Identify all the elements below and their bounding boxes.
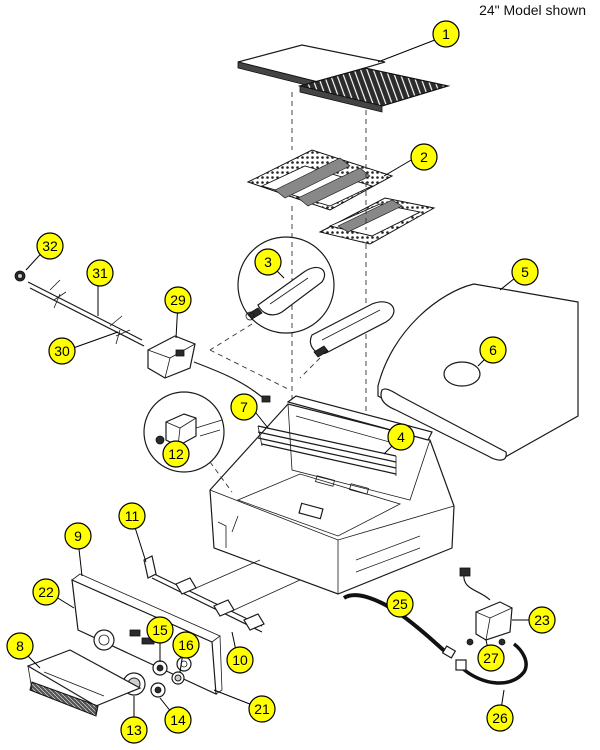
callout-10: 10	[226, 646, 254, 674]
callout-label-7: 7	[240, 399, 248, 415]
transformer	[459, 567, 513, 646]
warming-rack	[257, 425, 397, 476]
callout-26: 26	[486, 704, 514, 732]
callout-label-14: 14	[170, 712, 186, 728]
callout-16: 16	[172, 631, 200, 659]
callout-label-27: 27	[483, 650, 499, 666]
callout-label-10: 10	[232, 652, 248, 668]
callout-label-22: 22	[38, 584, 54, 600]
grill-firebox	[209, 403, 455, 595]
callout-label-6: 6	[489, 342, 497, 358]
callout-label-16: 16	[178, 637, 194, 653]
callout-label-29: 29	[170, 292, 186, 308]
callout-27: 27	[477, 644, 505, 672]
callout-2: 2	[410, 143, 438, 171]
rotisserie-spit	[14, 270, 145, 347]
grill-hood	[377, 283, 579, 461]
rotisserie-motor	[147, 335, 271, 403]
callout-9: 9	[64, 522, 92, 550]
callout-30: 30	[48, 337, 76, 365]
callout-22: 22	[32, 578, 60, 606]
cooking-grates	[237, 44, 451, 113]
callout-12: 12	[162, 440, 190, 468]
flame-tamers	[246, 149, 436, 245]
callout-label-11: 11	[125, 508, 140, 524]
callout-label-26: 26	[492, 710, 508, 726]
callout-label-31: 31	[92, 265, 108, 281]
burner-detail	[237, 236, 335, 334]
callout-14: 14	[164, 706, 192, 734]
callout-label-5: 5	[521, 264, 529, 280]
callout-label-4: 4	[397, 429, 405, 445]
callout-7: 7	[230, 393, 258, 421]
callout-11: 11	[118, 502, 146, 530]
callout-label-13: 13	[126, 722, 142, 738]
callout-label-23: 23	[534, 612, 550, 628]
alignment-lines	[209, 92, 367, 420]
callout-13: 13	[120, 716, 148, 744]
callout-8: 8	[6, 632, 34, 660]
callout-5: 5	[511, 258, 539, 286]
callout-label-2: 2	[420, 149, 428, 165]
callout-label-21: 21	[254, 701, 270, 717]
lp-hose	[455, 642, 528, 685]
drip-tray	[26, 649, 142, 717]
callout-label-32: 32	[42, 238, 58, 254]
callout-label-30: 30	[54, 343, 70, 359]
callout-15: 15	[146, 616, 174, 644]
callout-31: 31	[86, 259, 114, 287]
callout-21: 21	[248, 695, 276, 723]
callout-25: 25	[386, 590, 414, 618]
callout-label-25: 25	[392, 596, 408, 612]
model-caption: 24" Model shown	[479, 2, 586, 18]
callout-32: 32	[36, 232, 64, 260]
callout-23: 23	[528, 606, 556, 634]
callout-label-15: 15	[152, 622, 168, 638]
callout-3: 3	[254, 248, 282, 276]
callout-6: 6	[479, 336, 507, 364]
burner	[309, 301, 395, 358]
ignitor-detail	[143, 391, 233, 493]
callout-label-12: 12	[168, 446, 184, 462]
callout-label-3: 3	[264, 254, 272, 270]
callout-label-8: 8	[16, 638, 24, 654]
callout-29: 29	[164, 286, 192, 314]
callout-1: 1	[432, 20, 460, 48]
callout-4: 4	[387, 423, 415, 451]
callout-label-9: 9	[74, 528, 82, 544]
callout-label-1: 1	[442, 26, 450, 42]
gas-manifold	[143, 555, 301, 633]
